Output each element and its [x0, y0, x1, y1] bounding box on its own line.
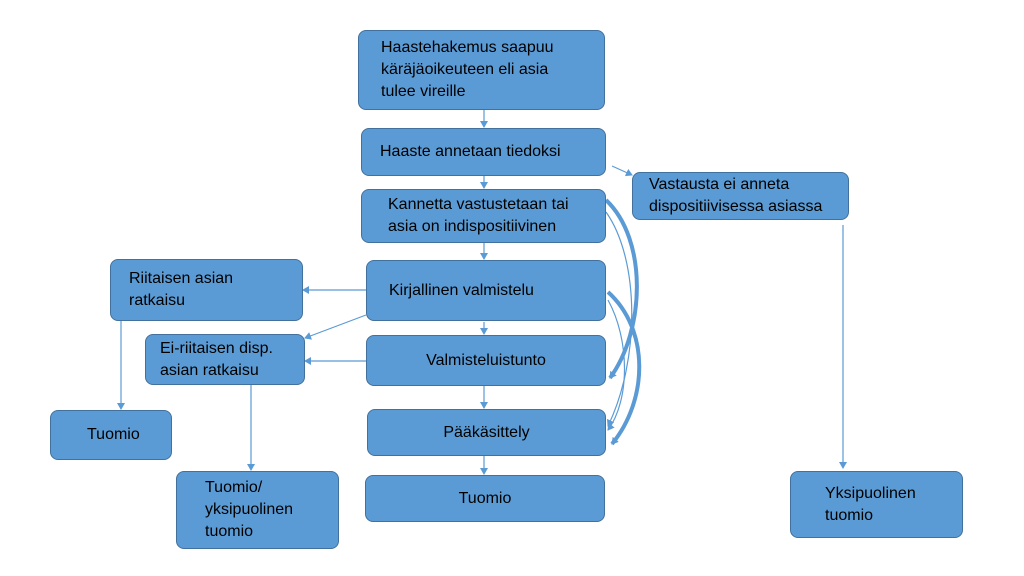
node-tuomio-left-label: Tuomio [87, 426, 140, 443]
node-haastehakemus-label: Haastehakemus saapuu käräjäoikeuteen eli… [381, 39, 554, 100]
node-yksipuolinen-tuomio-label: Yksipuolinen tuomio [825, 484, 916, 524]
node-yksipuolinen-tuomio: Yksipuolinen tuomio [790, 471, 963, 538]
node-ei-riitaisen-ratkaisu: Ei-riitaisen disp. asian ratkaisu [145, 334, 305, 385]
node-tuomio-yksipuolinen: Tuomio/ yksipuolinen tuomio [176, 471, 339, 549]
arrow-n5-n7 [304, 314, 367, 340]
node-haaste-tiedoksi: Haaste annetaan tiedoksi [361, 128, 606, 176]
arrow-n5-n10-thick [606, 290, 642, 446]
node-riitaisen-asian-ratkaisu-label: Riitaisen asian ratkaisu [129, 270, 234, 309]
node-tuomio-center: Tuomio [365, 475, 605, 522]
node-kannetta-vastustetaan: Kannetta vastustetaan tai asia on indisp… [361, 189, 606, 243]
node-kirjallinen-valmistelu-label: Kirjallinen valmistelu [389, 281, 534, 299]
node-tuomio-yksipuolinen-label: Tuomio/ yksipuolinen tuomio [205, 479, 294, 540]
node-kannetta-vastustetaan-label: Kannetta vastustetaan tai asia on indisp… [388, 196, 569, 235]
node-haaste-tiedoksi-label: Haaste annetaan tiedoksi [380, 143, 561, 160]
node-haastehakemus: Haastehakemus saapuu käräjäoikeuteen eli… [358, 30, 605, 110]
node-riitaisen-asian-ratkaisu: Riitaisen asian ratkaisu [110, 259, 303, 321]
node-vastausta-ei-anneta-label: Vastausta ei anneta dispositiivisessa as… [649, 176, 823, 215]
node-ei-riitaisen-ratkaisu-label: Ei-riitaisen disp. asian ratkaisu [160, 339, 273, 379]
node-paakasittely-label: Pääkäsittely [443, 423, 530, 441]
node-kirjallinen-valmistelu: Kirjallinen valmistelu [366, 260, 606, 321]
arrow-n2-n4 [611, 165, 633, 177]
node-valmisteluistunto-label: Valmisteluistunto [426, 351, 546, 369]
node-tuomio-center-label: Tuomio [458, 489, 512, 507]
node-tuomio-left: Tuomio [50, 410, 172, 460]
arrow-n5-n10-thin [607, 299, 626, 431]
arrow-n3-n10-thin [605, 211, 633, 427]
node-paakasittely: Pääkäsittely [367, 409, 606, 456]
arrow-n3-n8-thick [604, 198, 639, 380]
node-vastausta-ei-anneta: Vastausta ei anneta dispositiivisessa as… [632, 172, 849, 220]
node-valmisteluistunto: Valmisteluistunto [366, 335, 606, 386]
